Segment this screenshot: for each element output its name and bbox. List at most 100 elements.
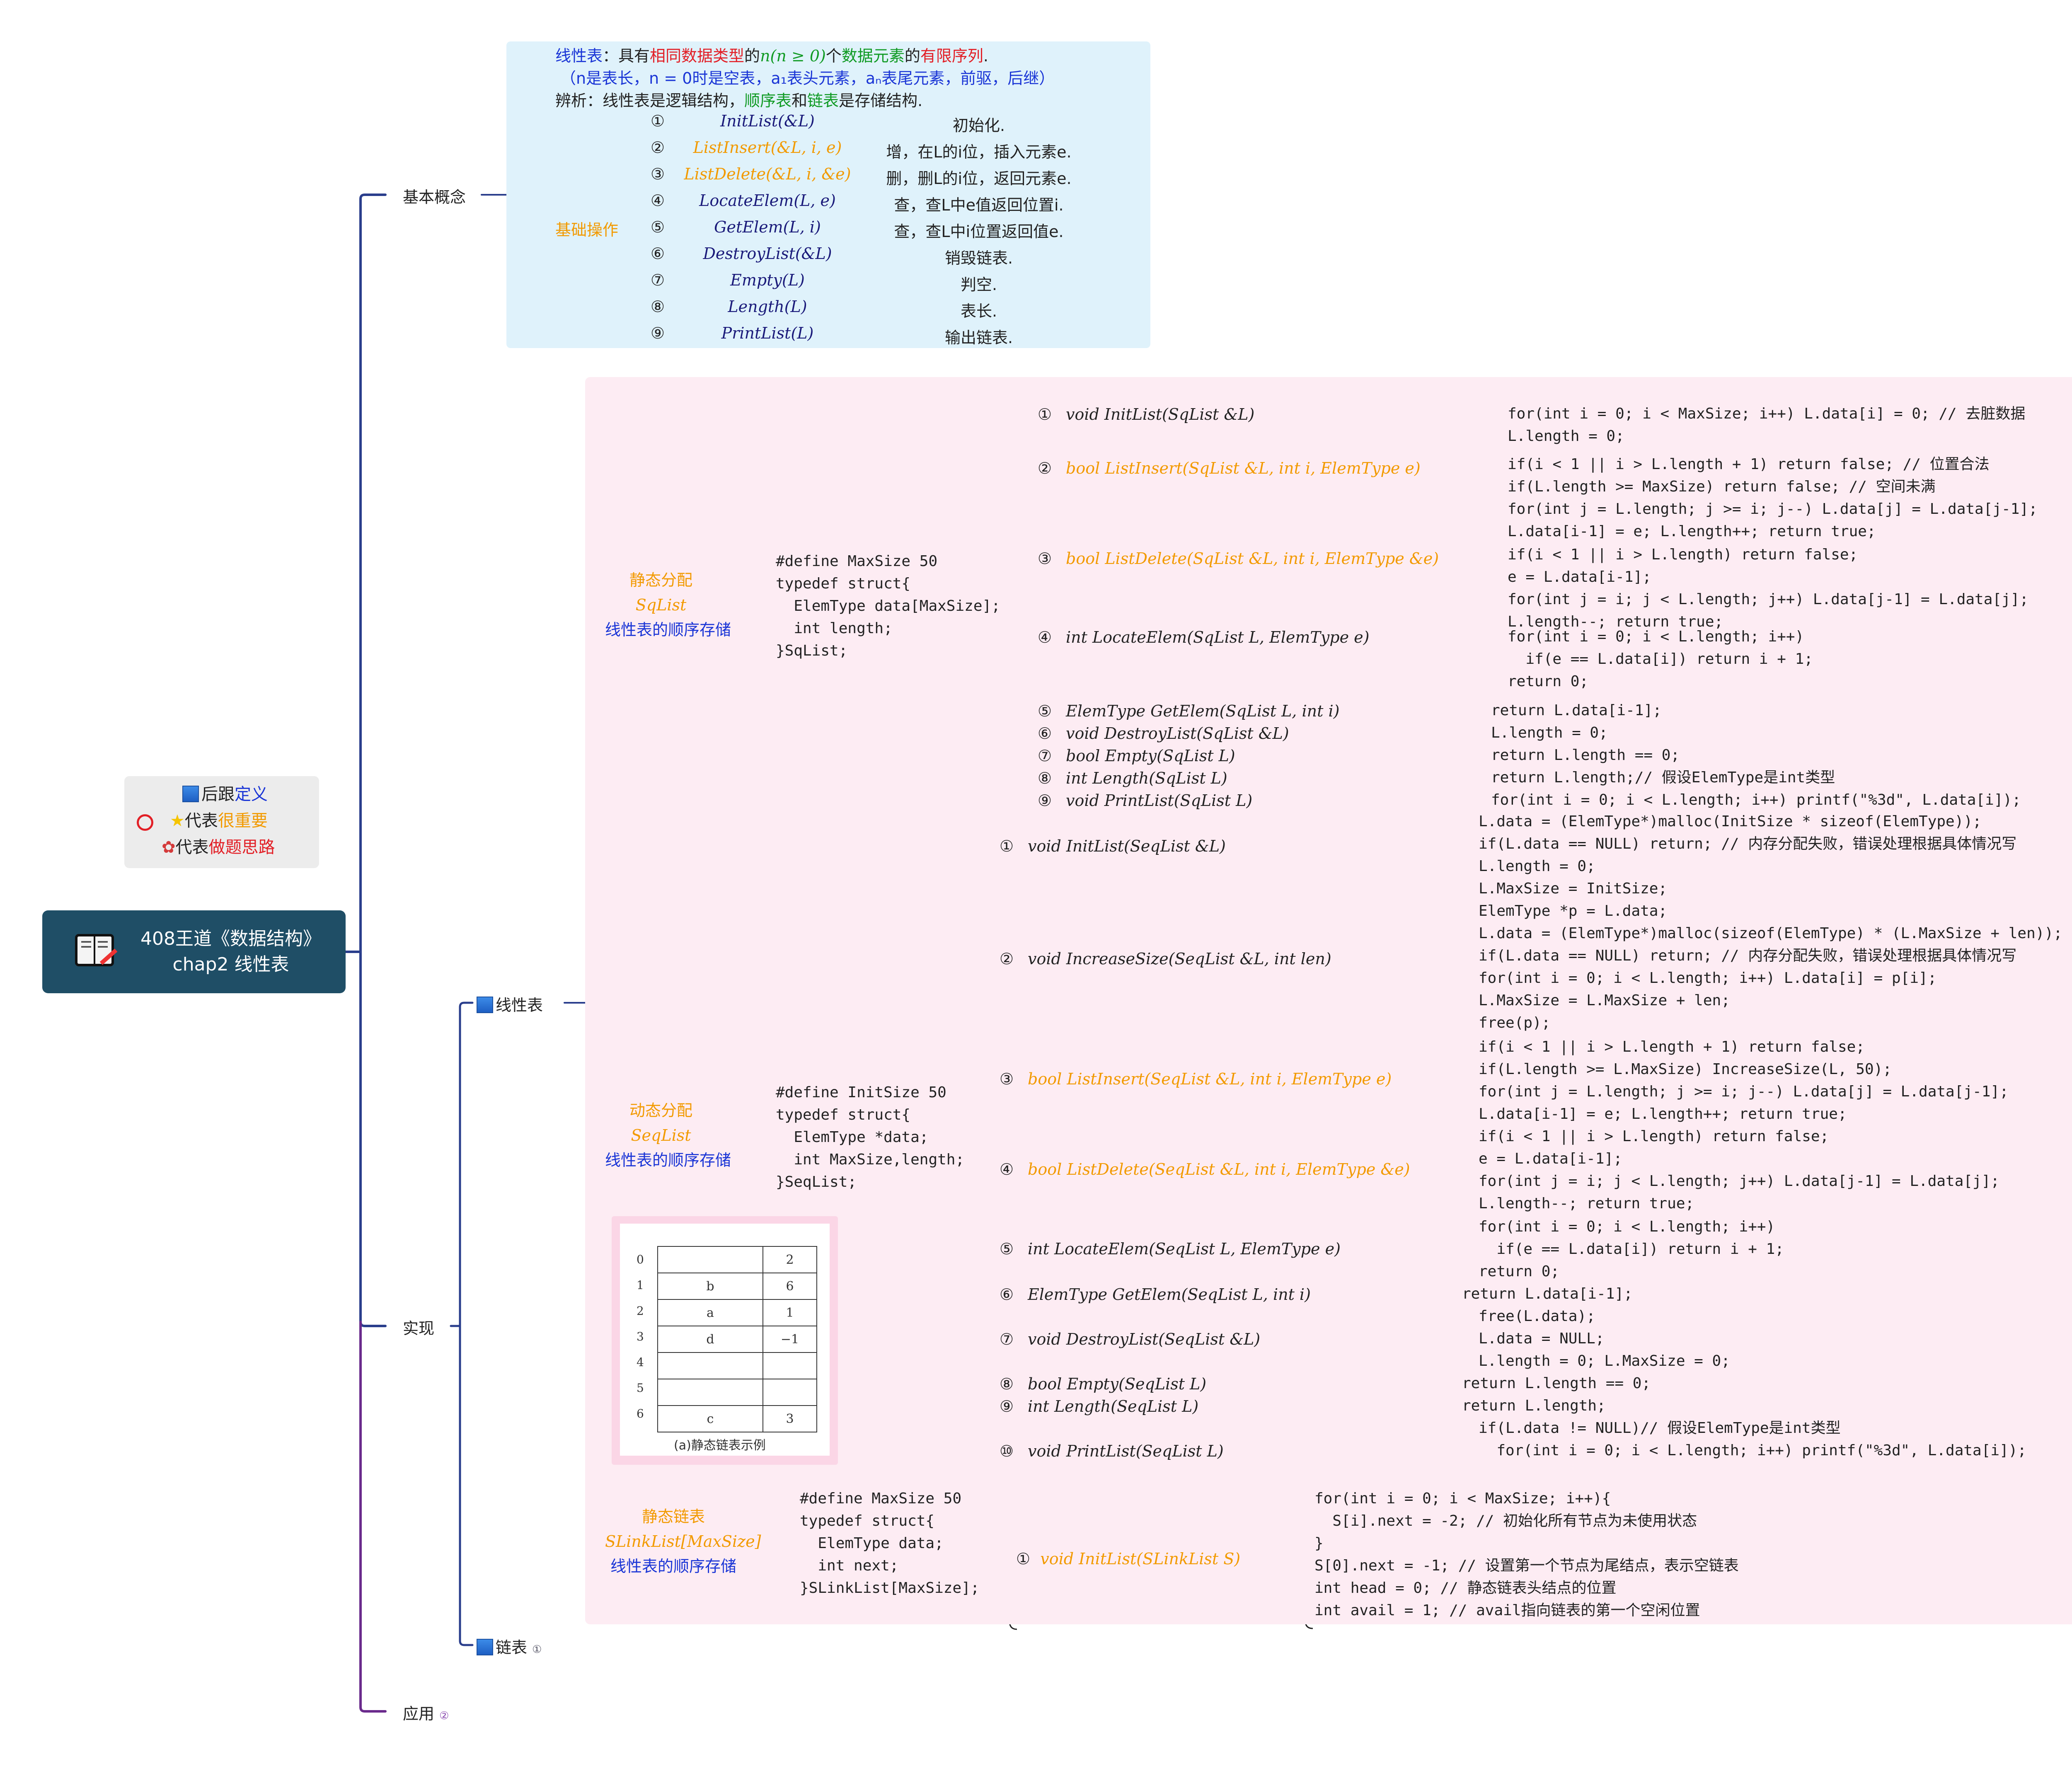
static-linked-label: 静态链表 SLinkList[MaxSize] 线性表的顺序存储 <box>605 1507 761 1575</box>
dynamic-op-code: if(L.data != NULL)// 假设ElemType是int类型 fo… <box>1479 1420 2027 1459</box>
blue-square-icon <box>182 786 199 802</box>
concept-op-num: ⑧ <box>651 298 665 316</box>
figure-data-cell <box>657 1246 763 1273</box>
static-op-signature: void DestroyList(SqList &L) <box>1066 724 1289 743</box>
figure-next-cell: 2 <box>762 1246 817 1273</box>
dynamic-struct-code: #define InitSize 50 typedef struct{ Elem… <box>776 1084 965 1190</box>
static-op-signature: int LocateElem(SqList L, ElemType e) <box>1066 628 1370 646</box>
static-op-code: if(i < 1 || i > L.length + 1) return fal… <box>1508 456 2038 540</box>
branch-implementation[interactable]: 实现 <box>403 1319 435 1338</box>
figure-row-index: 6 <box>637 1407 644 1420</box>
concept-op-num: ③ <box>651 165 665 183</box>
static-op-signature: bool ListDelete(SqList &L, int i, ElemTy… <box>1066 549 1439 568</box>
dynamic-op-num: ⑤ <box>1000 1240 1014 1258</box>
static-op-signature: ElemType GetElem(SqList L, int i) <box>1066 702 1340 720</box>
dynamic-op-signature: bool ListDelete(SeqList &L, int i, ElemT… <box>1028 1160 1410 1178</box>
branch-application[interactable]: 应用 ② <box>403 1705 449 1723</box>
root-title: 408王道《数据结构》 chap2 线性表 <box>140 928 321 975</box>
dynamic-op-signature: bool ListInsert(SeqList &L, int i, ElemT… <box>1028 1070 1392 1088</box>
figure-row-index: 1 <box>637 1278 644 1292</box>
concept-op-desc: 表长. <box>960 302 997 320</box>
branch-linear-list[interactable]: 线性表 <box>477 992 543 1015</box>
branch-basic-concept[interactable]: 基本概念 <box>403 188 466 206</box>
figure-next-cell <box>762 1379 817 1406</box>
concept-op-signature: DestroyList(&L) <box>703 244 832 263</box>
dynamic-op-code: ElemType *p = L.data; L.data = (ElemType… <box>1479 902 2062 1031</box>
concept-op-desc: 销毁链表. <box>944 249 1013 267</box>
figure-data-cell: a <box>657 1299 763 1326</box>
concept-op-num: ④ <box>651 191 665 210</box>
dynamic-op-signature: ElemType GetElem(SeqList L, int i) <box>1028 1285 1311 1304</box>
dynamic-alloc-label: 动态分配 SeqList 线性表的顺序存储 <box>605 1101 731 1169</box>
concept-op-desc: 初始化. <box>952 116 1005 135</box>
static-op-code: L.length = 0; <box>1491 724 1608 741</box>
ops-label: 基础操作 <box>555 221 619 239</box>
static-op-num: ④ <box>1038 628 1052 646</box>
dynamic-op-num: ③ <box>1000 1070 1014 1088</box>
static-op-num: ⑦ <box>1038 747 1052 765</box>
static-op-num: ⑤ <box>1038 702 1052 720</box>
concept-op-desc: 查，查L中e值返回位置i. <box>894 196 1064 214</box>
slink-struct-code: #define MaxSize 50 typedef struct{ ElemT… <box>800 1490 980 1597</box>
slink-op: ① void InitList(SLinkList S) <box>1016 1550 1241 1568</box>
figure-next-cell: 3 <box>762 1405 817 1432</box>
figure-row-index: 4 <box>637 1355 644 1369</box>
concept-op-num: ⑤ <box>651 218 665 236</box>
figure-row-index: 2 <box>637 1304 644 1318</box>
static-op-signature: bool Empty(SqList L) <box>1066 747 1235 765</box>
concept-op-signature: Length(L) <box>728 298 807 316</box>
figure-row: 2 <box>657 1246 817 1273</box>
collapsed-count-badge[interactable]: ② <box>439 1710 449 1722</box>
definition-notes: （n是表长，n = 0时是空表，a₁表头元素，aₙ表尾元素，前驱，后继） <box>560 69 1055 87</box>
concept-op-signature: PrintList(L) <box>721 324 814 342</box>
figure-row <box>657 1379 817 1406</box>
dynamic-op-signature: int LocateElem(SeqList L, ElemType e) <box>1028 1240 1341 1258</box>
dynamic-op-code: return L.length; <box>1462 1397 1606 1414</box>
legend: 后跟定义 ★代表很重要 ✿代表做题思路 <box>124 776 319 868</box>
definition-line: 线性表：具有相同数据类型的n(n ≥ 0)个数据元素的有限序列. <box>555 47 988 65</box>
static-op-num: ⑥ <box>1038 724 1052 743</box>
dynamic-op-signature: void PrintList(SeqList L) <box>1028 1442 1224 1460</box>
dynamic-op-code: if(i < 1 || i > L.length + 1) return fal… <box>1479 1038 2009 1123</box>
star-icon: ★ <box>170 811 185 830</box>
concept-op-signature: LocateElem(L, e) <box>699 191 836 210</box>
branch-linked-list[interactable]: 链表 ① <box>477 1635 542 1657</box>
figure-row <box>657 1352 817 1379</box>
concept-op-signature: GetElem(L, i) <box>714 218 821 236</box>
static-op-signature: void PrintList(SqList L) <box>1066 791 1253 810</box>
dynamic-op-code: for(int i = 0; i < L.length; i++) if(e =… <box>1479 1218 1784 1280</box>
dynamic-op-code: if(i < 1 || i > L.length) return false; … <box>1479 1128 2000 1212</box>
book-icon <box>75 934 118 966</box>
concept-op-desc: 输出链表. <box>944 329 1013 347</box>
static-op-num: ③ <box>1038 549 1052 568</box>
concept-op-desc: 判空. <box>960 276 997 294</box>
dynamic-op-num: ① <box>1000 837 1014 855</box>
blue-square-icon <box>477 1639 493 1655</box>
static-struct-code: #define MaxSize 50 typedef struct{ ElemT… <box>776 553 1000 659</box>
concept-op-num: ② <box>651 138 665 157</box>
static-op-code: for(int i = 0; i < MaxSize; i++) L.data[… <box>1508 405 2026 445</box>
static-alloc-label: 静态分配 SqList 线性表的顺序存储 <box>605 571 731 639</box>
dynamic-op-signature: void InitList(SeqList &L) <box>1028 837 1226 855</box>
root-topic[interactable]: 408王道《数据结构》 chap2 线性表 <box>42 910 346 993</box>
dynamic-op-num: ⑩ <box>1000 1442 1014 1460</box>
legend-important: ★代表很重要 <box>170 811 268 830</box>
distinction-line: 辨析：线性表是逻辑结构，顺序表和链表是存储结构. <box>555 92 923 110</box>
static-op-code: for(int i = 0; i < L.length; i++) if(e =… <box>1508 628 1813 690</box>
static-op-code: return L.data[i-1]; <box>1491 702 1662 719</box>
concept-op-signature: Empty(L) <box>730 271 805 289</box>
dynamic-op-code: return L.length == 0; <box>1462 1375 1651 1392</box>
figure-row-index: 5 <box>637 1381 644 1395</box>
static-op-num: ⑧ <box>1038 769 1052 787</box>
figure-next-cell: 1 <box>762 1299 817 1326</box>
collapsed-count-badge[interactable]: ① <box>532 1643 542 1656</box>
concept-op-num: ⑦ <box>651 271 665 289</box>
concept-op-num: ① <box>651 112 665 130</box>
dynamic-op-code: L.data = (ElemType*)malloc(InitSize * si… <box>1479 813 2017 897</box>
concept-op-num: ⑨ <box>651 324 665 342</box>
static-op-num: ⑨ <box>1038 791 1052 810</box>
